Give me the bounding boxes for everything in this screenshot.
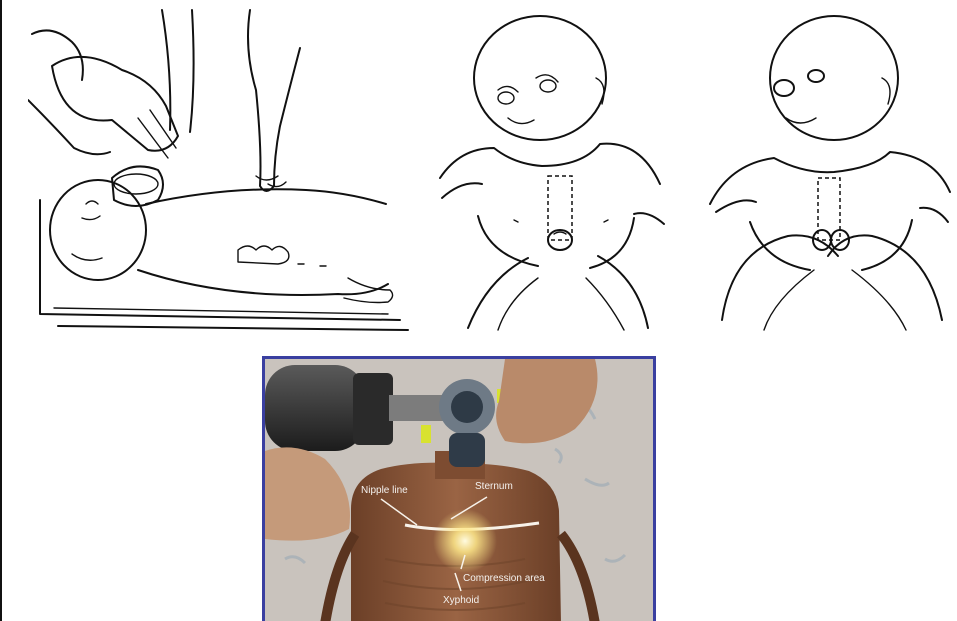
infant-two-finger-illustration	[438, 8, 678, 338]
label-compression-area: Compression area	[463, 573, 545, 584]
cpr-illustration	[28, 8, 414, 338]
infant-head	[474, 16, 606, 140]
ventilation-bag	[52, 57, 178, 151]
compression-area-scene: Nipple line Sternum Compression area Xyp…	[265, 359, 653, 621]
mask	[449, 433, 485, 467]
infant-torso-bottom	[138, 270, 388, 295]
infant-shoulders	[710, 152, 950, 204]
infant-hand	[238, 246, 289, 264]
infant-two-thumb-drawing	[706, 8, 952, 338]
compressing-hand	[248, 10, 300, 191]
cpr-drawing	[28, 8, 414, 338]
label-nipple-line: Nipple line	[361, 485, 408, 496]
infant-head	[770, 16, 898, 140]
infant-two-thumb-illustration	[706, 8, 952, 338]
compression-area-photo: Nipple line Sternum Compression area Xyp…	[262, 356, 656, 621]
rescuer-hand-bag	[28, 30, 110, 154]
infant-shoulders	[440, 144, 660, 184]
encircling-hands	[722, 235, 942, 320]
compression-glow	[433, 509, 497, 573]
table-base	[58, 326, 408, 330]
infant-two-finger-drawing	[438, 8, 678, 338]
label-sternum: Sternum	[475, 481, 513, 492]
ventilation-bag	[265, 365, 365, 451]
infant-head	[50, 180, 146, 280]
label-xyphoid: Xyphoid	[443, 595, 479, 606]
